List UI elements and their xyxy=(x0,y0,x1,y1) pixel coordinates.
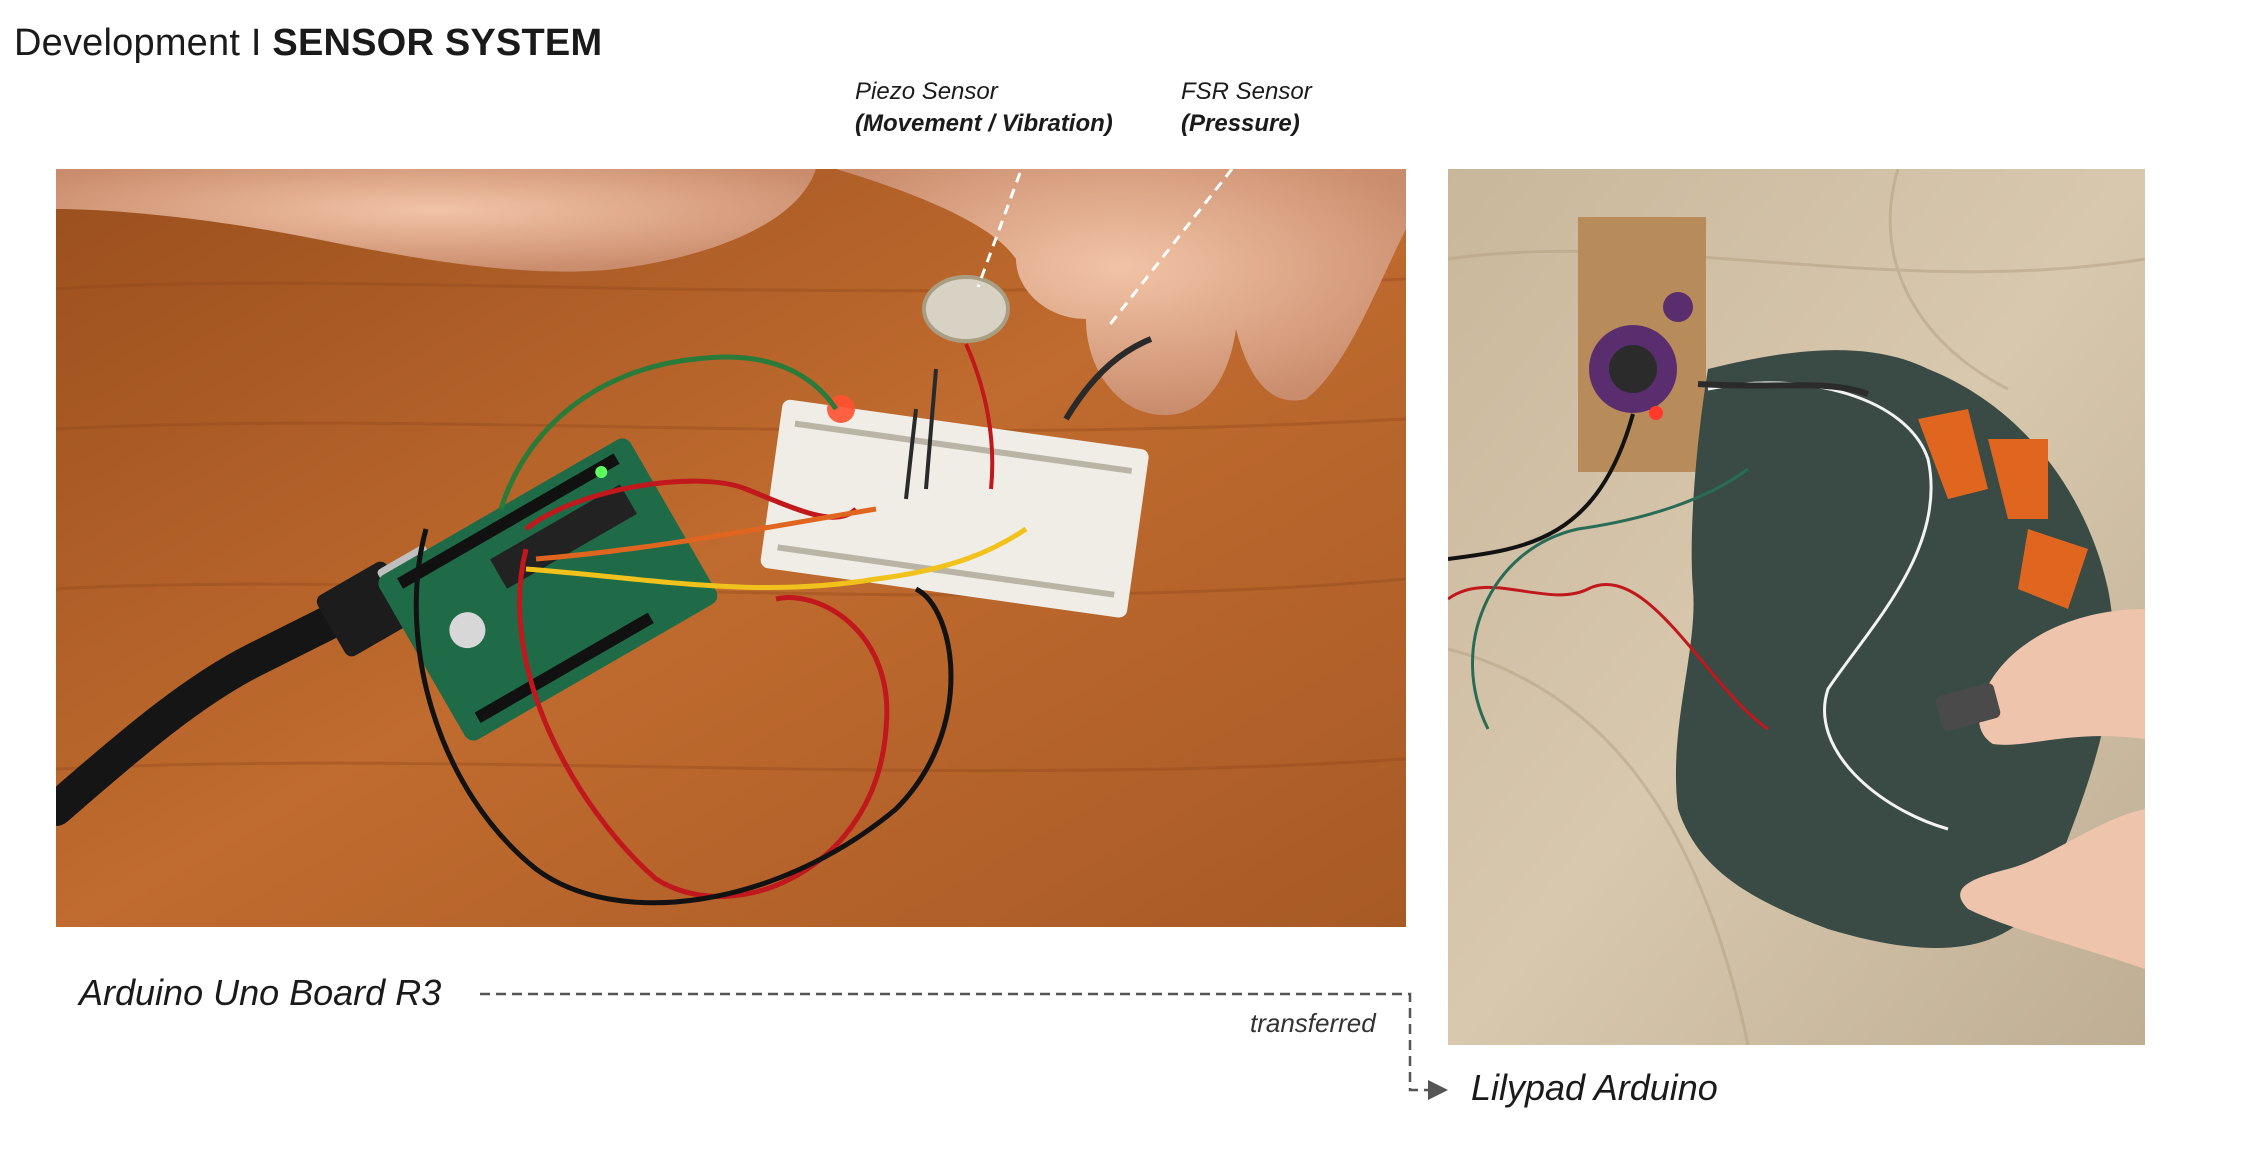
page-title: Development I SENSOR SYSTEM xyxy=(14,22,602,65)
fsr-sensor-role: (Pressure) xyxy=(1181,110,1300,137)
title-section: Development xyxy=(14,22,241,64)
lilypad-arduino-label: Lilypad Arduino xyxy=(1471,1067,1718,1108)
piezo-callout: Piezo Sensor (Movement / Vibration) xyxy=(855,76,1113,140)
fsr-callout: FSR Sensor (Pressure) xyxy=(1181,76,1312,140)
title-topic: SENSOR SYSTEM xyxy=(272,22,603,64)
lilypad-arduino-photo xyxy=(1448,169,2145,1045)
piezo-sensor-role: (Movement / Vibration) xyxy=(855,110,1113,137)
fsr-sensor-name: FSR Sensor xyxy=(1181,78,1312,105)
transferred-label: transferred xyxy=(1250,1008,1376,1038)
arduino-uno-photo xyxy=(56,169,1406,927)
title-separator: I xyxy=(250,22,262,64)
piezo-sensor-name: Piezo Sensor xyxy=(855,78,998,105)
arduino-uno-label: Arduino Uno Board R3 xyxy=(79,972,442,1013)
